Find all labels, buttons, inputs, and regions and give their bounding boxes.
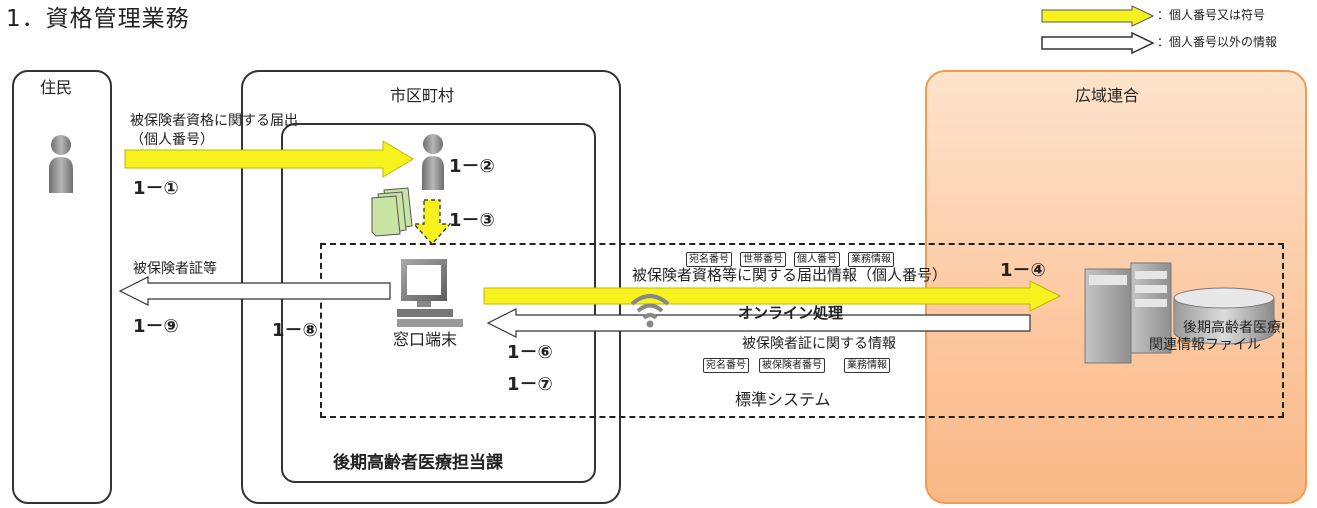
municipality-label: 市区町村 <box>390 86 455 105</box>
tag-bottom-2: 業務情報 <box>844 358 890 373</box>
documents-icon <box>371 187 413 237</box>
upload-label: 被保険者資格等に関する届出情報（個人番号） <box>632 266 948 284</box>
db-label-1: 後期高齢者医療 <box>1183 320 1281 336</box>
step-1-9: 1－⑨ <box>133 316 179 337</box>
legend-yellow-label: ：個人番号又は符号 <box>1157 8 1266 22</box>
step-1-2: 1－② <box>449 156 495 177</box>
legend-white-arrow-icon <box>1041 31 1155 55</box>
server-icon <box>1084 262 1172 364</box>
terminal-label: 窓口端末 <box>393 330 458 349</box>
page-title: 1．資格管理業務 <box>6 6 190 32</box>
card-label: 被保険者証等 <box>133 261 217 277</box>
step-1-7: 1－⑦ <box>507 374 553 395</box>
tag-top-2: 個人番号 <box>794 252 840 267</box>
union-label: 広域連合 <box>1075 86 1140 105</box>
database-icon <box>1173 287 1275 345</box>
step-1-6: 1－⑥ <box>507 342 553 363</box>
notify-label-1: 被保険者資格に関する届出 <box>130 113 298 129</box>
tag-top-0: 宛名番号 <box>686 252 732 267</box>
staff-person-icon <box>422 134 444 190</box>
card-info-label: 被保険者証に関する情報 <box>742 336 896 352</box>
legend-white-label: ：個人番号以外の情報 <box>1157 35 1278 49</box>
step-1-8: 1－⑧ <box>272 320 318 341</box>
legend-yellow-arrow-icon <box>1041 5 1155 27</box>
db-label-2: 関連情報ファイル <box>1149 337 1261 353</box>
department-label: 後期高齢者医療担当課 <box>333 453 503 473</box>
tag-top-3: 業務情報 <box>848 252 894 267</box>
standard-system-label: 標準システム <box>735 390 831 409</box>
card-arrow <box>118 276 391 306</box>
standard-system-box <box>320 243 1284 418</box>
tag-bottom-0: 宛名番号 <box>703 358 749 373</box>
notify-arrow <box>124 140 414 178</box>
tag-top-1: 世帯番号 <box>740 252 786 267</box>
return-arrow <box>486 308 1031 338</box>
input-arrow <box>412 199 452 245</box>
online-label: オンライン処理 <box>738 304 844 322</box>
tag-bottom-1: 被保険者番号 <box>759 358 825 373</box>
upload-arrow <box>483 280 1062 312</box>
computer-terminal-icon <box>397 259 463 327</box>
residents-label: 住民 <box>40 78 73 97</box>
step-1-4: 1－④ <box>1000 260 1046 281</box>
resident-person-icon <box>49 135 73 193</box>
notify-label-2: （個人番号） <box>130 132 214 148</box>
step-1-3: 1－③ <box>449 210 495 231</box>
step-1-1: 1－① <box>133 178 179 199</box>
wifi-icon <box>630 294 670 328</box>
